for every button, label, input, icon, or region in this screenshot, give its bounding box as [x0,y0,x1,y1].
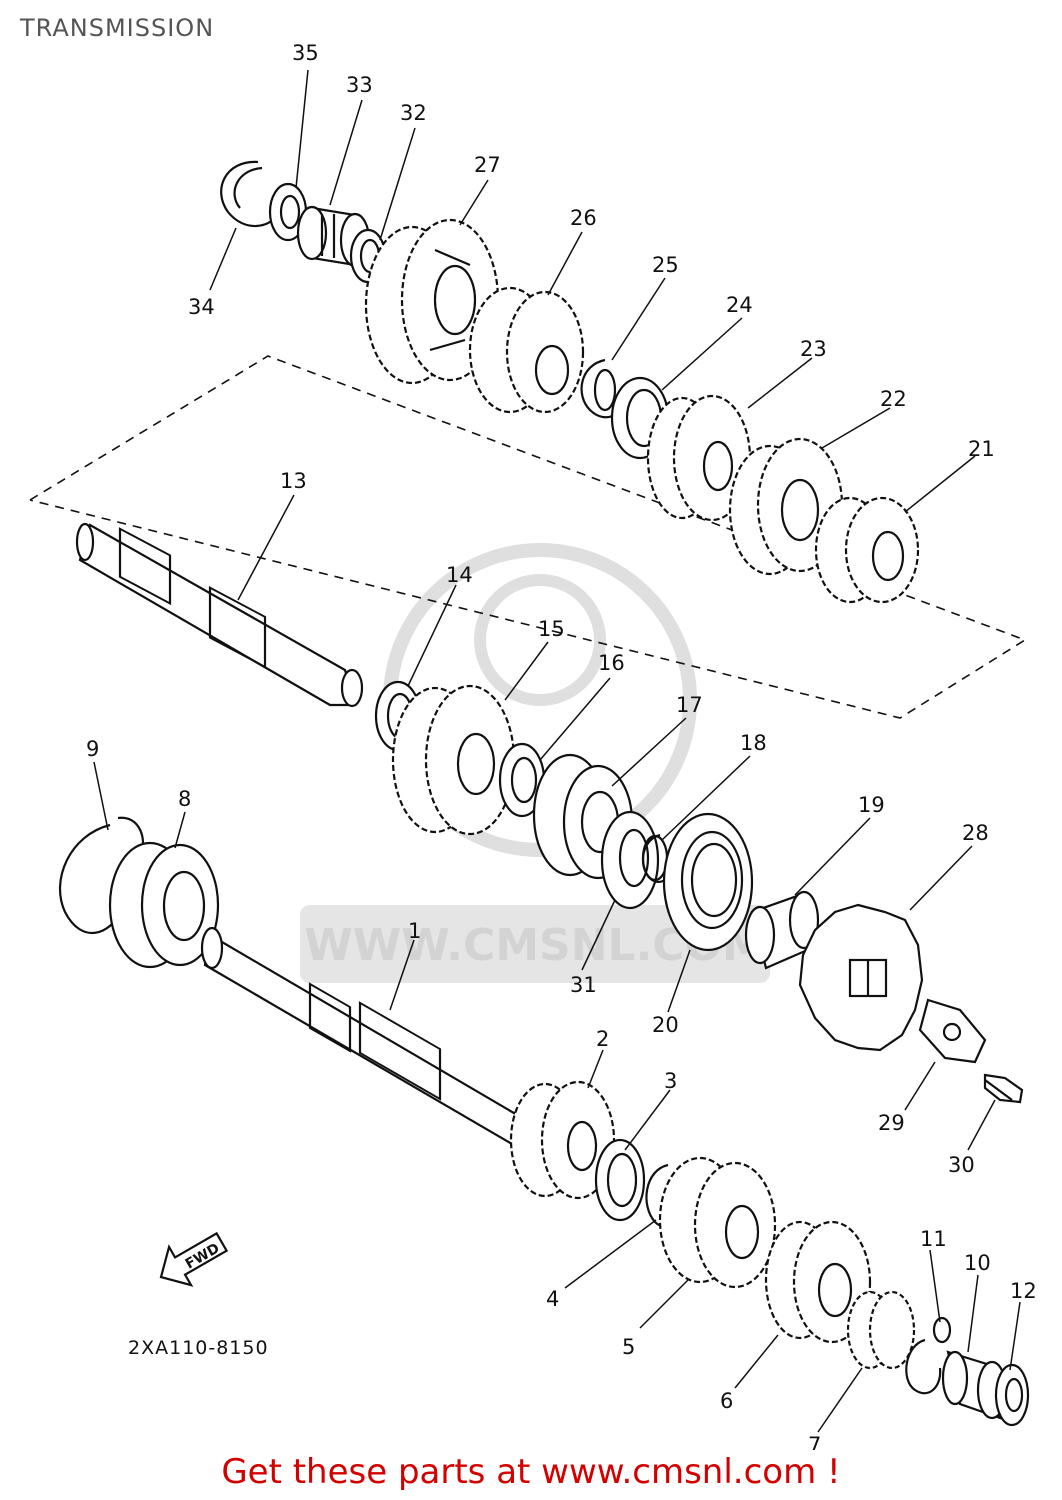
lock-washer-29 [918,998,987,1064]
callout-25: 25 [652,253,679,277]
callout-26: 26 [570,206,597,230]
collar-19 [744,890,820,970]
callout-35: 35 [292,41,319,65]
callout-21: 21 [968,437,995,461]
footer-link[interactable]: Get these parts at www.cmsnl.com ! [0,1452,1062,1492]
gear-23 [646,394,752,522]
gear-5 [658,1156,777,1289]
callout-23: 23 [800,337,827,361]
circlip-34 [220,160,283,228]
callout-20: 20 [652,1013,679,1037]
gear-15 [391,684,516,836]
circlip-11 [905,1316,952,1395]
callouts: 35 33 32 27 26 25 24 23 22 21 34 13 14 1… [86,41,1037,1450]
callout-6: 6 [720,1389,733,1413]
callout-13: 13 [280,469,307,493]
callout-12: 12 [1010,1279,1037,1303]
callout-19: 19 [858,793,885,817]
page-title: TRANSMISSION [20,14,215,42]
callout-22: 22 [880,387,907,411]
washer-3 [594,1138,646,1222]
main-axle-13 [75,522,364,708]
callout-7: 7 [808,1433,821,1450]
transmission-exploded-diagram: WWW.CMSNL.COM [29,41,1037,1450]
callout-8: 8 [178,787,191,811]
callout-15: 15 [538,617,565,641]
callout-27: 27 [474,153,501,177]
footer-link-text[interactable]: Get these parts at www.cmsnl.com ! [221,1452,841,1492]
leader-lines [93,69,1021,1433]
bolt-30 [983,1073,1024,1104]
callout-34: 34 [188,295,215,319]
callout-3: 3 [664,1069,677,1093]
callout-9: 9 [86,737,99,761]
callout-32: 32 [400,101,427,125]
washer-12 [994,1363,1030,1427]
callout-10: 10 [964,1251,991,1275]
oil-seal-31 [600,810,660,910]
gear-21 [814,496,920,604]
diagram-code: 2XA110-8150 [128,1337,269,1359]
callout-17: 17 [676,693,703,717]
gear-27 [364,218,500,385]
callout-11: 11 [920,1227,947,1251]
callout-14: 14 [446,563,473,587]
callout-24: 24 [726,293,753,317]
callout-18: 18 [740,731,767,755]
callout-28: 28 [962,821,989,845]
callout-29: 29 [878,1111,905,1135]
bearing-8 [108,841,220,969]
callout-16: 16 [598,651,625,675]
oil-seal-20 [662,812,754,952]
gear-26 [468,286,585,414]
callout-30: 30 [948,1153,975,1177]
callout-4: 4 [546,1287,559,1311]
callout-2: 2 [596,1027,609,1051]
gear-7 [846,1290,916,1370]
callout-31: 31 [570,973,597,997]
callout-1: 1 [408,919,421,943]
callout-5: 5 [622,1335,635,1359]
sprocket-28 [798,903,924,1052]
callout-33: 33 [346,73,373,97]
drive-axle-1 [200,926,562,1167]
fwd-arrow-icon: FWD [159,1231,229,1287]
